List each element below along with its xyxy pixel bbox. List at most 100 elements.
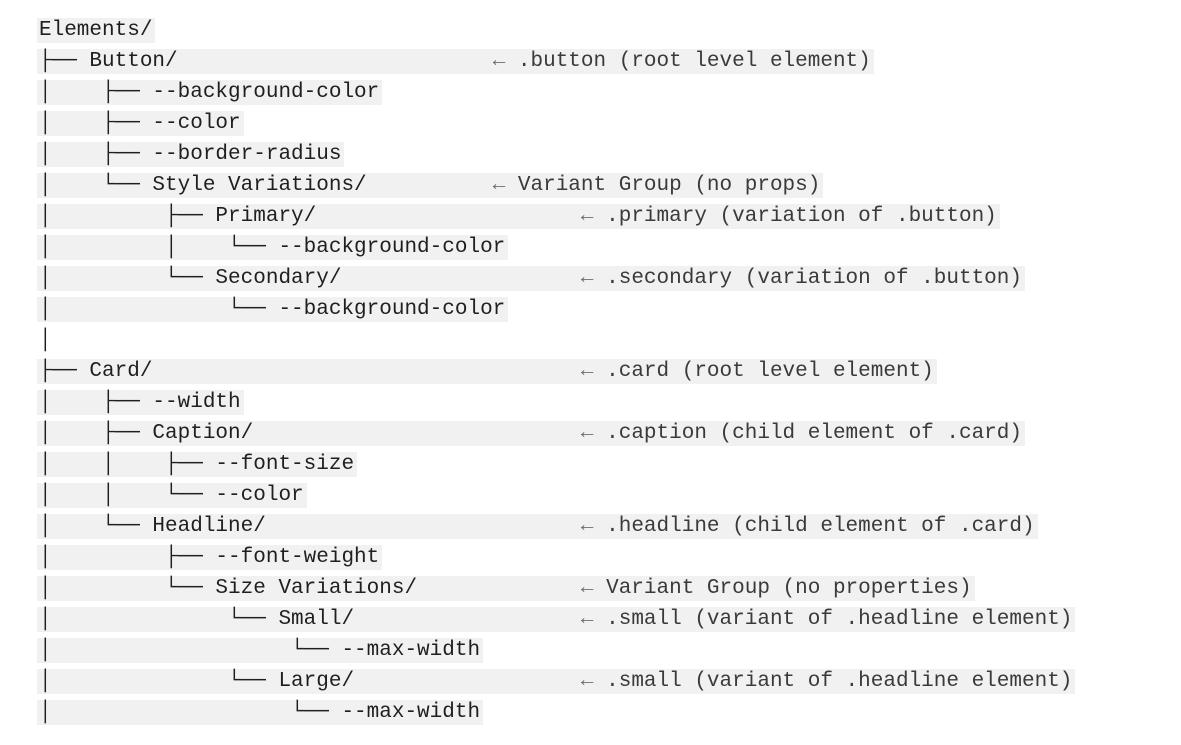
annotation-label: Variant Group (no properties) [593, 577, 972, 600]
tree-line-text: │ └── Headline/ ← .headline (child eleme… [37, 514, 1038, 539]
tree-prefix: │ │ └── --background-color [39, 236, 506, 259]
left-arrow-icon: ← [580, 577, 594, 600]
tree-line: │ └── --background-color [37, 294, 1181, 325]
annotation-label: .secondary (variation of .button) [593, 267, 1022, 290]
tree-line: │ [37, 325, 1181, 356]
annotation-label: .headline (child element of .card) [593, 515, 1035, 538]
left-arrow-icon: ← [492, 50, 506, 73]
tree-line: │ ├── --font-weight [37, 542, 1181, 573]
left-arrow-icon: ← [580, 422, 594, 445]
tree-line-text: │ [37, 328, 55, 353]
tree-line-text: │ ├── --font-weight [37, 545, 383, 570]
tree-prefix: │ └── --max-width [39, 639, 481, 662]
left-arrow-icon: ← [580, 670, 594, 693]
annotation-label: .card (root level element) [593, 360, 934, 383]
tree-line-text: ├── Button/ ← .button (root level elemen… [37, 49, 874, 74]
tree-line: │ ├── Caption/ ← .caption (child element… [37, 418, 1181, 449]
tree-prefix: ├── Card/ [39, 360, 153, 383]
tree-line: ├── Card/ ← .card (root level element) [37, 356, 1181, 387]
left-arrow-icon: ← [580, 267, 594, 290]
left-arrow-icon: ← [580, 205, 594, 228]
tree-line-text: Elements/ [37, 18, 156, 43]
tree-line: │ └── --max-width [37, 635, 1181, 666]
tree-line-text: │ │ └── --background-color [37, 235, 509, 260]
tree-prefix: Elements/ [39, 19, 153, 42]
tree-line-text: │ ├── --background-color [37, 80, 383, 105]
tree-line: │ ├── --color [37, 108, 1181, 139]
tree-line-text: │ ├── --border-radius [37, 142, 345, 167]
tree-line-text: ├── Card/ ← .card (root level element) [37, 359, 937, 384]
tree-prefix: │ ├── Primary/ [39, 205, 317, 228]
tree-line-text: │ ├── Caption/ ← .caption (child element… [37, 421, 1025, 446]
annotation-gap [152, 360, 580, 383]
left-arrow-icon: ← [580, 515, 594, 538]
annotation-label: .primary (variation of .button) [593, 205, 997, 228]
tree-prefix: │ └── Secondary/ [39, 267, 342, 290]
tree-line: │ └── Size Variations/ ← Variant Group (… [37, 573, 1181, 604]
tree-prefix: │ ├── --border-radius [39, 143, 342, 166]
annotation-gap [417, 577, 581, 600]
tree-prefix: │ ├── --font-weight [39, 546, 380, 569]
tree-line: │ └── --max-width [37, 697, 1181, 728]
tree-line: │ ├── Primary/ ← .primary (variation of … [37, 201, 1181, 232]
left-arrow-icon: ← [580, 608, 594, 631]
tree-line-text: │ └── --max-width [37, 638, 484, 663]
tree-line-text: │ └── --background-color [37, 297, 509, 322]
tree-prefix: │ └── Size Variations/ [39, 577, 418, 600]
annotation-gap [367, 174, 493, 197]
tree-prefix: │ [39, 329, 52, 352]
tree-prefix: │ ├── --background-color [39, 81, 380, 104]
annotation-label: Variant Group (no props) [505, 174, 821, 197]
tree-prefix: │ └── --max-width [39, 701, 481, 724]
annotation-label: .small (variant of .headline element) [593, 608, 1073, 631]
tree-line: │ └── Style Variations/ ← Variant Group … [37, 170, 1181, 201]
tree-line-text: │ └── Size Variations/ ← Variant Group (… [37, 576, 975, 601]
annotation-gap [266, 515, 581, 538]
tree-prefix: │ ├── Caption/ [39, 422, 254, 445]
tree-line-text: │ │ └── --color [37, 483, 307, 508]
annotation-gap [354, 608, 581, 631]
tree-prefix: │ └── Large/ [39, 670, 355, 693]
tree-prefix: │ │ └── --color [39, 484, 304, 507]
tree-line-text: │ └── --max-width [37, 700, 484, 725]
annotation-gap [316, 205, 581, 228]
tree-line: │ │ └── --background-color [37, 232, 1181, 263]
tree-prefix: │ │ ├── --font-size [39, 453, 355, 476]
annotation-gap [253, 422, 581, 445]
tree-line-text: │ └── Large/ ← .small (variant of .headl… [37, 669, 1076, 694]
annotation-label: .caption (child element of .card) [593, 422, 1022, 445]
tree-line: Elements/ [37, 15, 1181, 46]
tree-prefix: │ └── --background-color [39, 298, 506, 321]
tree-prefix: ├── Button/ [39, 50, 178, 73]
left-arrow-icon: ← [492, 174, 506, 197]
tree-line: │ │ ├── --font-size [37, 449, 1181, 480]
tree-line: │ └── Secondary/ ← .secondary (variation… [37, 263, 1181, 294]
annotation-gap [354, 670, 581, 693]
tree-prefix: │ └── Small/ [39, 608, 355, 631]
tree-line: │ │ └── --color [37, 480, 1181, 511]
tree-line-text: │ ├── Primary/ ← .primary (variation of … [37, 204, 1000, 229]
tree-line: │ ├── --background-color [37, 77, 1181, 108]
tree-prefix: │ ├── --color [39, 112, 241, 135]
tree-prefix: │ └── Headline/ [39, 515, 266, 538]
tree-line-text: │ ├── --color [37, 111, 244, 136]
tree-line-text: │ ├── --width [37, 390, 244, 415]
annotation-gap [341, 267, 580, 290]
tree-line-text: │ └── Small/ ← .small (variant of .headl… [37, 607, 1076, 632]
tree-line-text: │ │ ├── --font-size [37, 452, 358, 477]
tree-prefix: │ ├── --width [39, 391, 241, 414]
tree-line: │ ├── --width [37, 387, 1181, 418]
tree-line: │ └── Headline/ ← .headline (child eleme… [37, 511, 1181, 542]
annotation-gap [178, 50, 493, 73]
annotation-label: .small (variant of .headline element) [593, 670, 1073, 693]
tree-prefix: │ └── Style Variations/ [39, 174, 367, 197]
tree-line: │ └── Large/ ← .small (variant of .headl… [37, 666, 1181, 697]
tree-line: │ └── Small/ ← .small (variant of .headl… [37, 604, 1181, 635]
element-tree: Elements/ ├── Button/ ← .button (root lev… [37, 15, 1181, 728]
tree-line: │ ├── --border-radius [37, 139, 1181, 170]
tree-line: ├── Button/ ← .button (root level elemen… [37, 46, 1181, 77]
annotation-label: .button (root level element) [505, 50, 871, 73]
tree-line-text: │ └── Style Variations/ ← Variant Group … [37, 173, 824, 198]
left-arrow-icon: ← [580, 360, 594, 383]
tree-line-text: │ └── Secondary/ ← .secondary (variation… [37, 266, 1025, 291]
